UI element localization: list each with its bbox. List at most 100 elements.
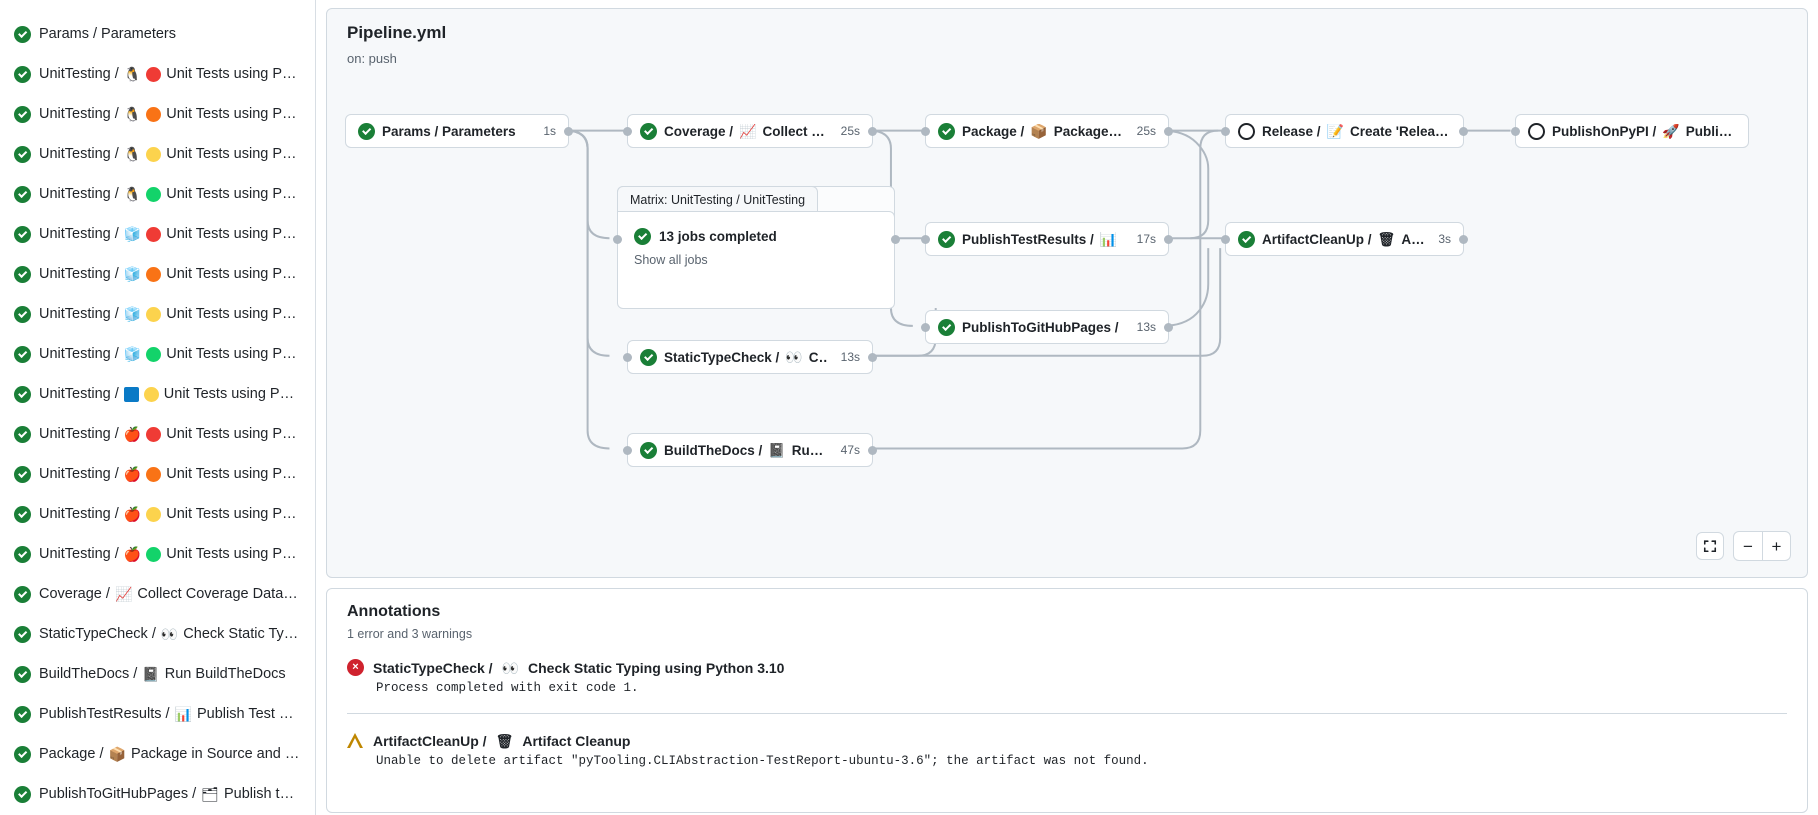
graph-node-duration: 13s <box>840 350 860 364</box>
annotation-header: ArtifactCleanUp /🗑Artifact Cleanup <box>347 732 1787 749</box>
success-icon <box>358 122 375 140</box>
graph-node-package[interactable]: Package /📦Package in So...25s <box>925 114 1169 148</box>
graph-node-ghpages[interactable]: PublishToGitHubPages /🗂...13s <box>925 310 1169 344</box>
matrix-node[interactable]: 13 jobs completed Show all jobs <box>617 211 895 309</box>
sidebar-job-name: UnitTesting / <box>39 386 119 402</box>
node-input-port <box>921 235 930 244</box>
sidebar-job-step: Check Static Typing... <box>183 626 301 642</box>
sidebar-job-item[interactable]: UnitTesting /🍎Unit Tests using Pyth... <box>4 454 311 494</box>
sidebar-job-item[interactable]: PublishToGitHubPages /🗂Publish to G... <box>4 774 311 814</box>
graph-node-statictype[interactable]: StaticTypeCheck /👀Chec...13s <box>627 340 873 374</box>
memo-icon: 📝 <box>1326 123 1344 139</box>
graph-node-step-name: Artifac... <box>1401 231 1425 247</box>
matrix-jobs-row: 13 jobs completed <box>618 212 894 245</box>
bar-chart-icon: 📊 <box>1099 231 1118 247</box>
pending-icon <box>1238 122 1255 140</box>
fit-screen-icon[interactable] <box>1696 532 1724 560</box>
sidebar-job-item[interactable]: Package /📦Package in Source and Wh... <box>4 734 311 774</box>
node-output-port <box>1459 235 1468 244</box>
sidebar-job-name: UnitTesting / <box>39 426 119 442</box>
chart-increasing-icon: 📈 <box>739 123 757 139</box>
graph-node-release[interactable]: Release /📝Create 'Release P... <box>1225 114 1464 148</box>
zoom-in-button[interactable]: + <box>1762 532 1790 560</box>
graph-node-step-name: Collect Cove... <box>762 123 827 139</box>
zoom-out-button[interactable]: − <box>1743 536 1753 556</box>
success-icon <box>14 585 31 603</box>
annotations-panel: Annotations 1 error and 3 warnings ×Stat… <box>326 588 1808 813</box>
sidebar-job-label: UnitTesting /🐧Unit Tests using Pyth... <box>39 186 301 202</box>
sidebar-job-item[interactable]: UnitTesting /🧊Unit Tests using Pyth... <box>4 294 311 334</box>
zoom-controls[interactable]: − + <box>1696 531 1791 561</box>
sidebar-job-name: UnitTesting / <box>39 306 119 322</box>
sidebar-job-item[interactable]: Params / Parameters <box>4 14 311 54</box>
zoom-in-out-group[interactable]: − + <box>1733 531 1791 561</box>
cube-icon: 🧊 <box>123 346 142 362</box>
success-icon <box>938 230 955 248</box>
sidebar-job-name: UnitTesting / <box>39 466 119 482</box>
sidebar-job-item[interactable]: UnitTesting /🐧Unit Tests using Pyth... <box>4 94 311 134</box>
graph-node-artifact[interactable]: ArtifactCleanUp /🗑Artifac...3s <box>1225 222 1464 256</box>
graph-node-step-name: Chec... <box>808 349 828 365</box>
graph-node-job-name: Release / <box>1262 123 1321 139</box>
sidebar-job-item[interactable]: UnitTesting /🍎Unit Tests using Pyth... <box>4 414 311 454</box>
sidebar-job-item[interactable]: UnitTesting /🧊Unit Tests using Pyth... <box>4 254 311 294</box>
matrix-group-tab: Matrix: UnitTesting / UnitTesting <box>617 186 819 212</box>
graph-node-duration: 17s <box>1136 232 1156 246</box>
page-title: Pipeline.yml <box>347 23 447 42</box>
graph-node-label: Coverage /📈Collect Cove... <box>664 124 828 139</box>
graph-node-job-name: BuildTheDocs / <box>664 442 763 458</box>
workflow-graph-panel[interactable]: Pipeline.yml on: push <box>326 8 1808 578</box>
sidebar-job-item[interactable]: UnitTesting /🐧Unit Tests using Pyth... <box>4 174 311 214</box>
sidebar-job-item[interactable]: UnitTesting /🍎Unit Tests using Pyth... <box>4 534 311 574</box>
sidebar-job-name: UnitTesting / <box>39 346 119 362</box>
graph-node-label: ArtifactCleanUp /🗑Artifac... <box>1262 232 1425 247</box>
sidebar-job-step: Unit Tests using Pyth... <box>166 466 301 482</box>
success-icon <box>938 318 955 336</box>
node-input-port <box>921 127 930 136</box>
pages-icon: 🗂 <box>201 786 219 802</box>
success-icon <box>14 345 31 363</box>
sidebar-job-name: UnitTesting / <box>39 186 119 202</box>
sidebar-job-item[interactable]: UnitTesting /🐧Unit Tests using Pyth... <box>4 134 311 174</box>
annotation-item[interactable]: ×StaticTypeCheck /👀Check Static Typing u… <box>347 641 1787 695</box>
sidebar-job-label: UnitTesting /🍎Unit Tests using Pyth... <box>39 546 301 562</box>
graph-node-testresults[interactable]: PublishTestResults /📊Pu...17s <box>925 222 1169 256</box>
success-icon <box>14 145 31 163</box>
sidebar-job-item[interactable]: PublishTestResults /📊Publish Test Resu..… <box>4 694 311 734</box>
sidebar-job-item[interactable]: Coverage /📈Collect Coverage Data usi... <box>4 574 311 614</box>
cube-icon: 🧊 <box>123 306 142 322</box>
node-input-port <box>623 446 632 455</box>
graph-node-builddocs[interactable]: BuildTheDocs /📓Run Buil...47s <box>627 433 873 467</box>
show-all-jobs-link[interactable]: Show all jobs <box>634 253 708 267</box>
graph-node-duration: 47s <box>840 443 860 457</box>
sidebar-job-item[interactable]: UnitTesting /Unit Tests using Pyth... <box>4 374 311 414</box>
sidebar-job-name: UnitTesting / <box>39 146 119 162</box>
workflow-trigger: on: push <box>347 51 397 66</box>
sidebar-job-item[interactable]: UnitTesting /🧊Unit Tests using Pyth... <box>4 214 311 254</box>
sidebar-job-label: UnitTesting /🐧Unit Tests using Pyth... <box>39 146 301 162</box>
status-dot <box>146 66 162 82</box>
main-content: Pipeline.yml on: push <box>316 0 1818 815</box>
status-dot <box>146 186 162 202</box>
sidebar-job-item[interactable]: UnitTesting /🧊 Unit Tests using Pyth... <box>4 334 311 374</box>
matrix-group-label: Matrix: UnitTesting / UnitTesting <box>630 192 806 207</box>
sidebar-job-item[interactable]: UnitTesting /🍎Unit Tests using Pyth... <box>4 494 311 534</box>
graph-node-pypi[interactable]: PublishOnPyPI /🚀Publish to ... <box>1515 114 1749 148</box>
status-dot <box>146 266 162 282</box>
sidebar-job-item[interactable]: StaticTypeCheck /👀Check Static Typing... <box>4 614 311 654</box>
sidebar-job-name: Params / Parameters <box>39 26 176 42</box>
sidebar-job-step: Unit Tests using Pyth... <box>166 346 301 362</box>
sidebar-job-name: UnitTesting / <box>39 226 119 242</box>
graph-node-duration: 25s <box>1136 124 1156 138</box>
graph-node-coverage[interactable]: Coverage /📈Collect Cove...25s <box>627 114 873 148</box>
status-dot <box>146 506 162 522</box>
sidebar-job-label: Package /📦Package in Source and Wh... <box>39 746 301 762</box>
sidebar-job-label: BuildTheDocs /📓Run BuildTheDocs <box>39 666 286 682</box>
sidebar-job-item[interactable]: UnitTesting /🐧Unit Tests using Pyth... <box>4 54 311 94</box>
penguin-icon: 🐧 <box>123 186 142 202</box>
sidebar-job-label: UnitTesting /🐧Unit Tests using Pyth... <box>39 106 301 122</box>
sidebar-job-item[interactable]: BuildTheDocs /📓Run BuildTheDocs <box>4 654 311 694</box>
